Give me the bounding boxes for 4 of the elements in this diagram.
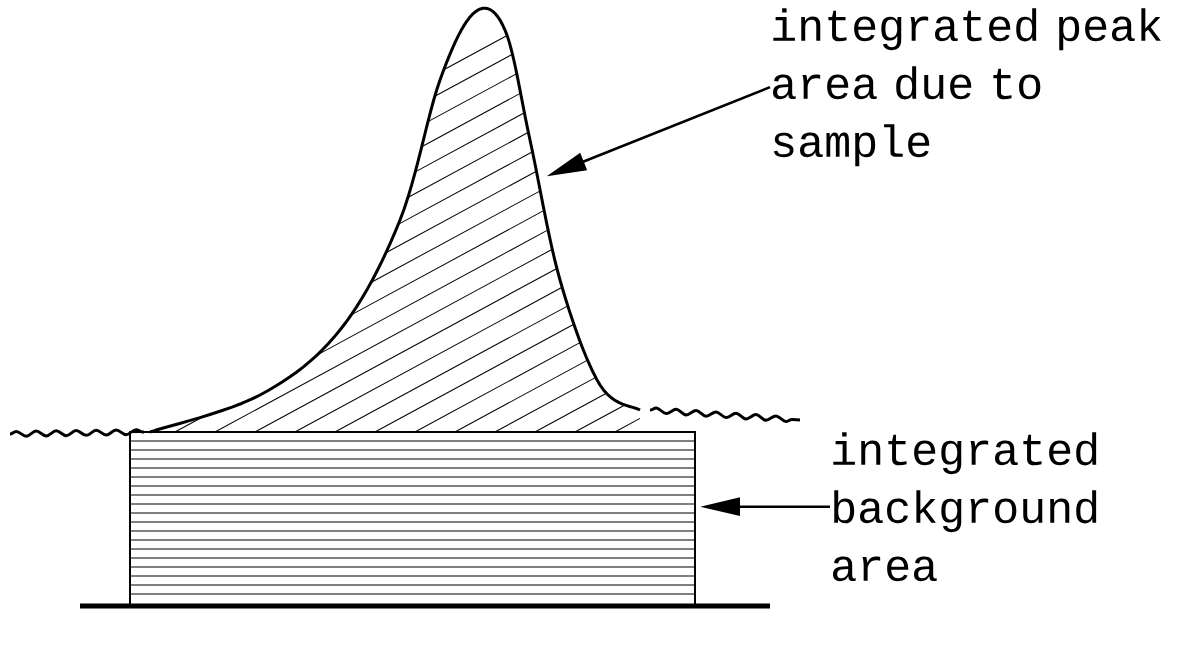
peak-area-drawing xyxy=(149,6,641,434)
background-area-drawing xyxy=(129,431,696,606)
label-text: integrated background area xyxy=(833,432,1097,582)
label-text: integrated peak area due to sample xyxy=(773,8,1161,167)
